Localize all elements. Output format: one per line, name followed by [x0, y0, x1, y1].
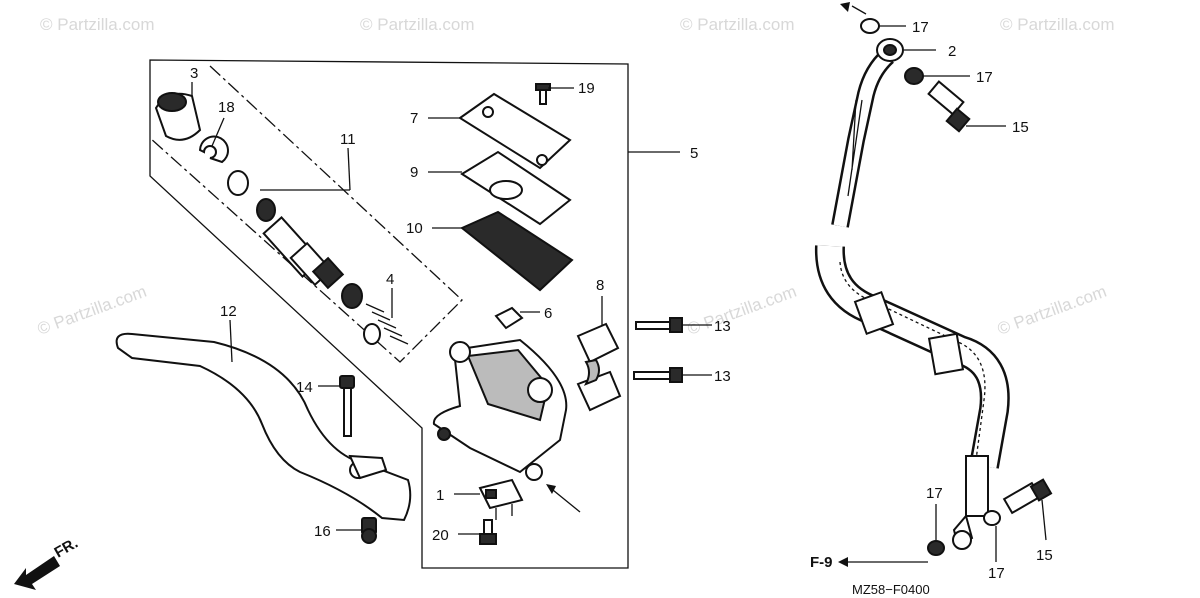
callout-17: 17	[926, 485, 943, 502]
callout-8: 8	[596, 277, 604, 294]
cup	[341, 283, 363, 309]
watermark: © Partzilla.com	[995, 282, 1109, 339]
screw	[535, 83, 551, 105]
boot	[154, 92, 202, 141]
holder-bolt	[635, 317, 683, 333]
pivot-nut	[361, 517, 377, 544]
callout-17: 17	[976, 69, 993, 86]
watermark: © Partzilla.com	[685, 282, 799, 339]
upper-banjo	[876, 38, 904, 62]
callout-17: 17	[912, 19, 929, 36]
seal	[256, 198, 276, 222]
circlip	[198, 135, 229, 164]
watermark: © Partzilla.com	[40, 15, 155, 34]
switch-screw	[479, 519, 497, 545]
callout-13: 13	[714, 318, 731, 335]
callout-numbers: 3 18 11 4 7 9 10 19 5 6 8 13 13 12 14 16…	[190, 19, 1053, 582]
reference-label: F-9	[810, 554, 833, 571]
banjo-bolt	[927, 80, 971, 133]
diagram-code: MZ58−F0400	[852, 582, 930, 597]
callout-16: 16	[314, 523, 331, 540]
callout-11: 11	[340, 131, 356, 148]
leader-lines	[191, 2, 1047, 567]
sealing-washer	[904, 67, 924, 85]
callout-18: 18	[218, 99, 235, 116]
brake-hose	[814, 49, 1010, 550]
sealing-washer	[927, 540, 945, 556]
brake-lever	[115, 332, 412, 522]
callout-6: 6	[544, 305, 552, 322]
watermark: © Partzilla.com	[360, 15, 475, 34]
front-direction-arrow: FR.	[14, 535, 81, 590]
front-label: FR.	[52, 535, 81, 562]
banjo-bolt	[1002, 478, 1053, 515]
watermark: © Partzilla.com	[680, 15, 795, 34]
float	[494, 306, 524, 330]
callout-10: 10	[406, 220, 423, 237]
callout-1: 1	[436, 487, 444, 504]
master-cylinder-body	[432, 338, 568, 481]
spring	[363, 303, 409, 345]
callout-4: 4	[386, 271, 394, 288]
sealing-washer	[860, 18, 880, 34]
piston	[262, 216, 345, 290]
callout-14: 14	[296, 379, 313, 396]
watermark: © Partzilla.com	[1000, 15, 1115, 34]
callout-12: 12	[220, 303, 237, 320]
holder-bolt	[633, 367, 683, 383]
pivot-bolt	[339, 375, 355, 437]
callout-17: 17	[988, 565, 1005, 582]
callout-19: 19	[578, 80, 595, 97]
callout-20: 20	[432, 527, 449, 544]
assembly-box	[149, 59, 629, 569]
diaphragm	[460, 210, 574, 292]
cap	[458, 92, 572, 170]
piston-subassembly-outline	[149, 65, 463, 363]
callout-13: 13	[714, 368, 731, 385]
watermark: © Partzilla.com	[35, 282, 149, 339]
callout-2: 2	[948, 43, 956, 60]
callout-15: 15	[1036, 547, 1053, 564]
stop-switch	[478, 478, 524, 520]
sealing-washer	[983, 510, 1001, 526]
holder	[576, 322, 622, 412]
callout-7: 7	[410, 110, 418, 127]
callout-9: 9	[410, 164, 418, 181]
washer	[227, 170, 249, 196]
callout-15: 15	[1012, 119, 1029, 136]
callout-5: 5	[690, 145, 698, 162]
callout-3: 3	[190, 65, 198, 82]
